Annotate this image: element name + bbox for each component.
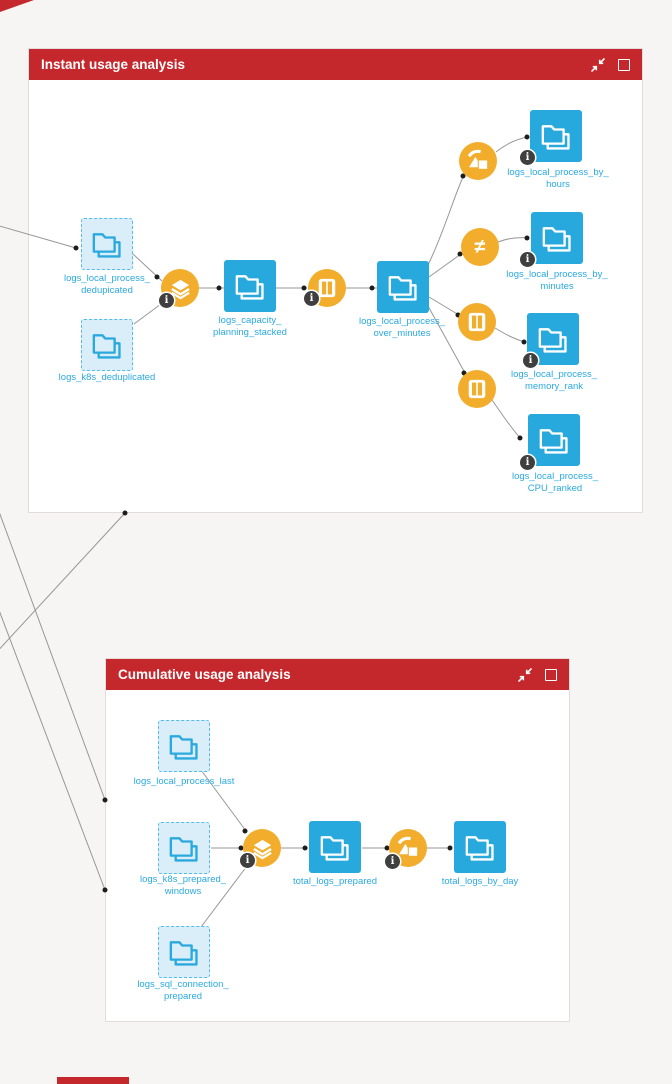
dataset-logs-local-process-last[interactable] <box>158 720 210 772</box>
dataset-logs-local-process-by-minutes[interactable] <box>531 212 583 264</box>
partial-zone-header-top-left <box>0 0 34 12</box>
info-badge[interactable]: i <box>159 293 174 308</box>
zone-title: Cumulative usage analysis <box>118 667 291 682</box>
collapse-zone-icon[interactable] <box>591 57 605 72</box>
window-icon <box>468 379 486 399</box>
maximize-zone-icon[interactable] <box>545 668 557 681</box>
distinct-recipe[interactable]: ≠ <box>461 228 499 266</box>
folder-icon <box>93 335 120 358</box>
dataset-label[interactable]: logs_local_process_by_minutes <box>506 269 608 292</box>
dataset-label[interactable]: total_logs_prepared <box>293 876 377 887</box>
dataset-label[interactable]: logs_sql_connection_prepared <box>137 979 229 1002</box>
not-equal-icon: ≠ <box>474 236 486 258</box>
window-recipe[interactable] <box>458 370 496 408</box>
dataset-logs-local-process-over-minutes[interactable] <box>377 261 429 313</box>
maximize-zone-icon[interactable] <box>618 58 630 71</box>
folder-icon <box>543 228 570 251</box>
folder-icon <box>93 234 120 257</box>
folder-icon <box>542 126 569 149</box>
dataset-total-logs-prepared[interactable] <box>309 821 361 873</box>
folder-icon <box>466 837 493 860</box>
dataset-logs-k8s-deduplicated[interactable] <box>81 319 133 371</box>
info-badge[interactable]: i <box>523 353 538 368</box>
dataset-label[interactable]: logs_local_process_CPU_ranked <box>511 471 599 494</box>
info-badge[interactable]: i <box>240 853 255 868</box>
zone-header[interactable]: Cumulative usage analysis <box>106 659 569 690</box>
dataset-label[interactable]: logs_local_process_over_minutes <box>358 316 446 339</box>
folder-icon <box>540 430 567 453</box>
dataset-logs-local-process-dedupicated[interactable] <box>81 218 133 270</box>
dataset-label[interactable]: logs_k8s_prepared_windows <box>139 874 227 897</box>
dataset-logs-local-process-by-hours[interactable] <box>530 110 582 162</box>
dataset-logs-capacity-planning-stacked[interactable] <box>224 260 276 312</box>
dataset-total-logs-by-day[interactable] <box>454 821 506 873</box>
dataset-logs-k8s-prepared-windows[interactable] <box>158 822 210 874</box>
dataset-label[interactable]: logs_capacity_planning_stacked <box>213 315 287 338</box>
info-badge[interactable]: i <box>520 455 535 470</box>
folder-icon <box>389 277 416 300</box>
pivot-recipe[interactable] <box>459 142 497 180</box>
dataset-label[interactable]: total_logs_by_day <box>441 876 519 887</box>
folder-icon <box>170 838 197 861</box>
zone-header[interactable]: Instant usage analysis <box>29 49 642 80</box>
dataset-logs-sql-connection-prepared[interactable] <box>158 926 210 978</box>
dataset-label[interactable]: logs_local_process_by_hours <box>507 167 609 190</box>
pivot-icon <box>397 836 419 858</box>
dataset-logs-local-process-cpu-ranked[interactable] <box>528 414 580 466</box>
zone-title: Instant usage analysis <box>41 57 186 72</box>
collapse-zone-icon[interactable] <box>518 667 532 682</box>
window-icon <box>318 278 336 298</box>
info-badge[interactable]: i <box>520 150 535 165</box>
folder-icon <box>539 329 566 352</box>
dataset-label[interactable]: logs_local_process_dedupicated <box>63 273 151 296</box>
partial-zone-header-bottom <box>57 1077 129 1084</box>
pivot-icon <box>467 149 489 171</box>
info-badge[interactable]: i <box>304 291 319 306</box>
info-badge[interactable]: i <box>385 854 400 869</box>
folder-icon <box>170 736 197 759</box>
folder-icon <box>321 837 348 860</box>
window-icon <box>468 312 486 332</box>
dataset-label[interactable]: logs_local_process_last <box>133 776 235 787</box>
dataset-label[interactable]: logs_local_process_memory_rank <box>510 369 598 392</box>
dataset-label[interactable]: logs_k8s_deduplicated <box>58 372 156 383</box>
folder-icon <box>170 942 197 965</box>
info-badge[interactable]: i <box>520 252 535 267</box>
folder-icon <box>236 276 263 299</box>
window-recipe[interactable] <box>458 303 496 341</box>
